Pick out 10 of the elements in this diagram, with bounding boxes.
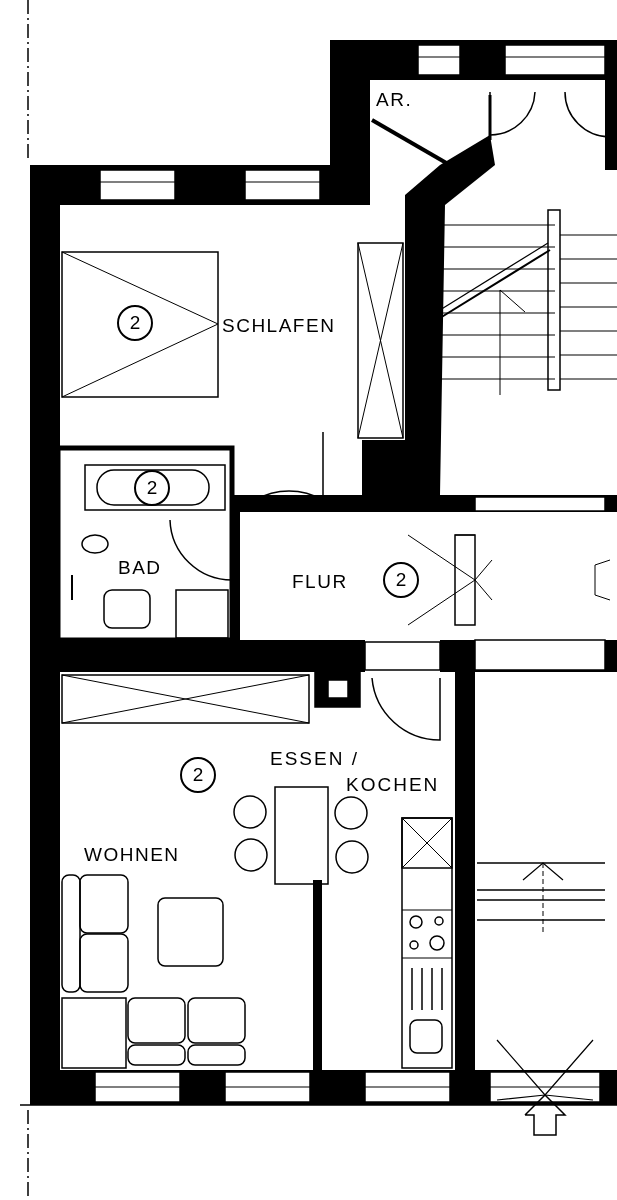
room-label: ESSEN / KOCHEN [270, 747, 441, 797]
callout-number: 2 [383, 562, 419, 598]
room-label: FLUR [292, 570, 348, 594]
room-label: AR. [376, 88, 413, 112]
callout-number: 2 [117, 305, 153, 341]
room-label: BAD [118, 556, 162, 580]
room-label: WOHNEN [84, 843, 180, 867]
room-label: SCHLAFEN [222, 314, 336, 338]
callout-number: 2 [180, 757, 216, 793]
callout-number: 2 [134, 470, 170, 506]
